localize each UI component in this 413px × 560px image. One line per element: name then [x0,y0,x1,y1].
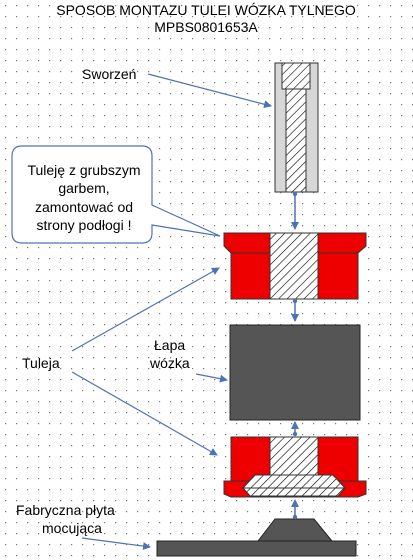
label-sworzen: Sworzeń [82,66,136,82]
label-tuleja: Tuleja [22,355,60,371]
label-lapa-line-1: Łapa [154,337,185,353]
leader-lapa [195,373,228,383]
upper-bushing [223,232,367,300]
leader-tuleja-lower [71,371,218,456]
lower-bushing [223,436,367,498]
title-line-2: MPBS0801653A [154,19,258,35]
trolley-lug-block [229,324,361,421]
leader-tuleja-upper [71,267,220,352]
callout-line-4: strony podłogi ! [37,217,132,233]
leader-sworzen [147,73,272,109]
callout-line-1: Tuleję z grubszym [27,162,140,178]
label-lapa-line-2: wózka [149,355,190,371]
callout-line-3: zamontować od [35,199,133,215]
mounting-plate [156,518,357,557]
label-plyta-line-1: Fabryczna płyta [16,502,115,518]
pin-part [274,62,319,193]
leader-plyta [81,537,151,551]
label-plyta-line-2: mocująca [42,520,102,536]
title-line-1: SPOSOB MONTAZU TULEI WÓZKA TYLNEGO [56,2,356,18]
callout-line-2: garbem, [58,180,109,196]
callout-bubble [11,145,221,244]
